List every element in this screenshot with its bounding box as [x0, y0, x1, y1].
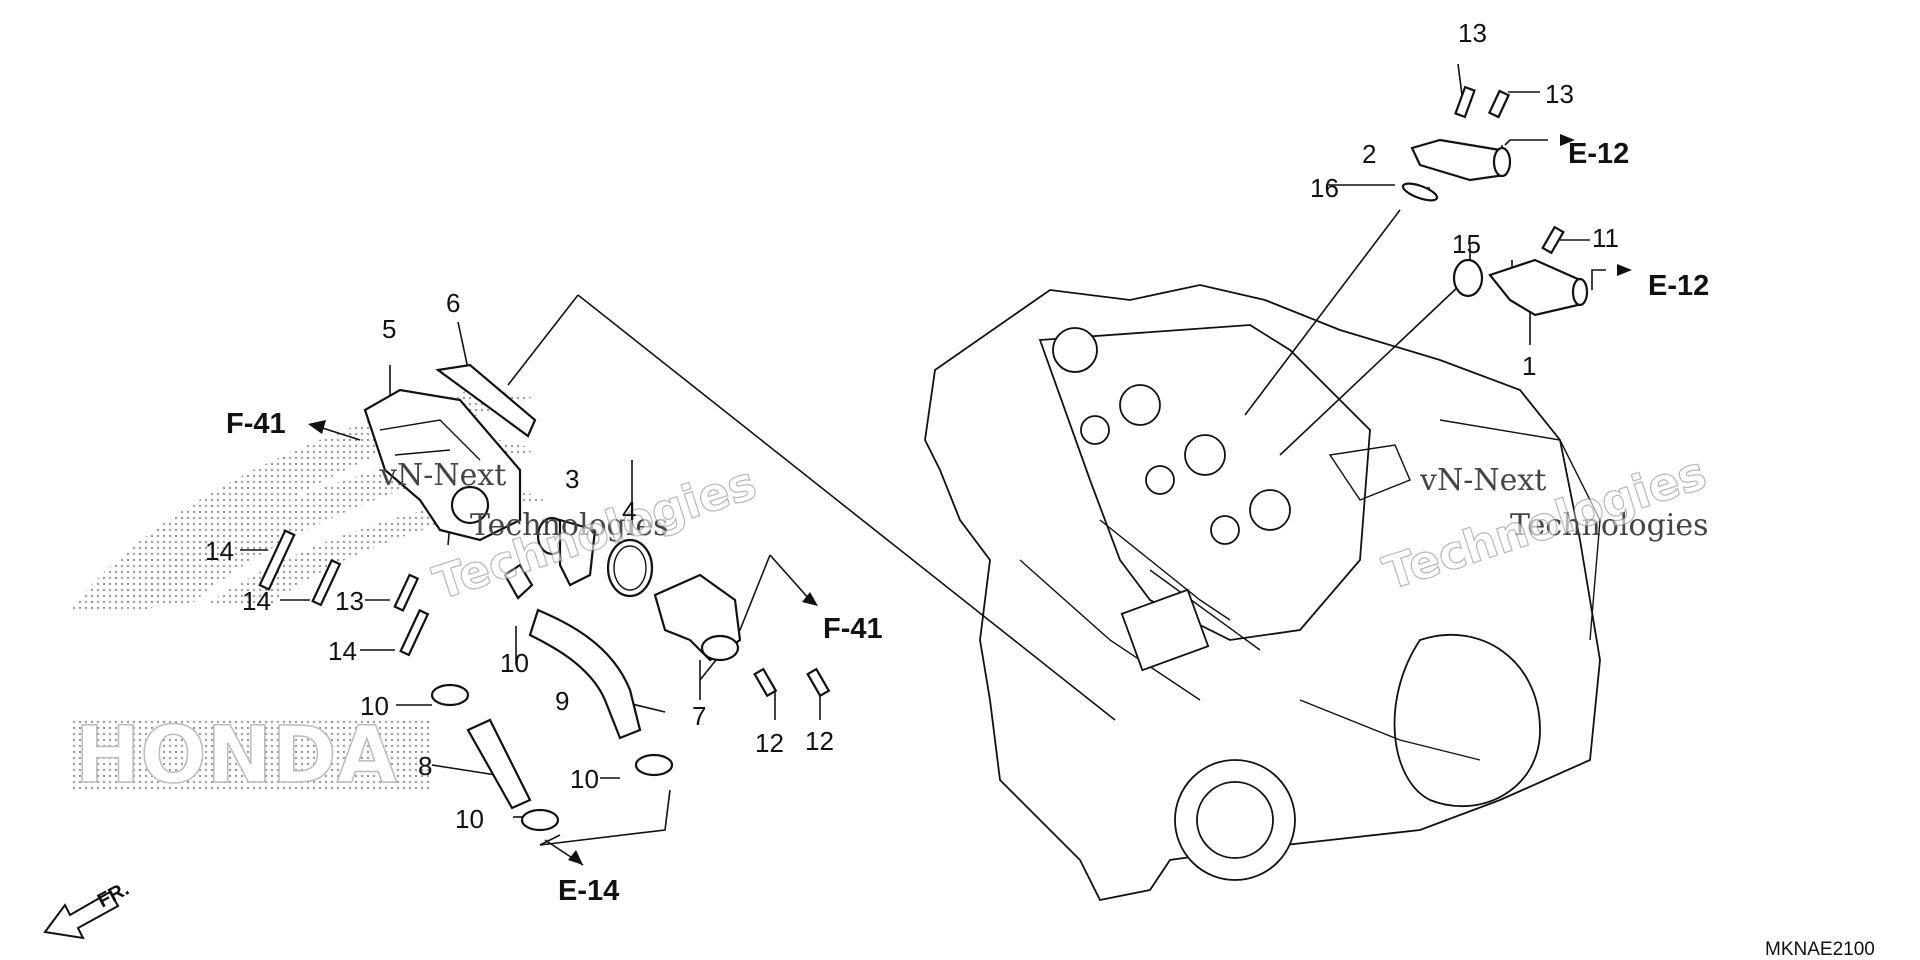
- front-direction-indicator: FR.: [43, 878, 133, 940]
- thermostat-part: [558, 518, 597, 587]
- callout-11: 11: [1592, 223, 1619, 253]
- watermark-technologies-right: Technologies: [1510, 508, 1709, 543]
- callout-8: 8: [418, 751, 432, 781]
- coolant-parts-left: [258, 363, 831, 832]
- watermark-vnnext-left: vN-Next: [379, 458, 506, 493]
- callout-10-b: 10: [360, 691, 389, 721]
- callout-1: 1: [1522, 351, 1536, 381]
- callout-13-top: 13: [1458, 18, 1487, 48]
- callout-14-c: 14: [328, 636, 357, 666]
- clamp-small-part: [503, 563, 534, 600]
- ref-e12-upper[interactable]: E-12: [1568, 138, 1629, 170]
- callout-5: 5: [382, 314, 396, 344]
- clamp-part: [430, 683, 470, 707]
- callout-12-a: 12: [755, 728, 784, 758]
- callout-10-d: 10: [455, 804, 484, 834]
- callout-13-right: 13: [1545, 79, 1574, 109]
- diagram-code: MKNAE2100: [1765, 939, 1875, 960]
- reference-labels: E-12 E-12 F-41 F-41 E-14: [226, 138, 1709, 907]
- callout-14-a: 14: [205, 536, 234, 566]
- callout-14-b: 14: [242, 586, 271, 616]
- callout-13-left: 13: [335, 586, 364, 616]
- callout-4: 4: [622, 496, 636, 526]
- bolt-14-part: [258, 529, 296, 591]
- arrowheads: [308, 134, 1632, 866]
- honda-logo-text: HONDA: [75, 711, 397, 801]
- o-ring-15-part: [1452, 258, 1484, 298]
- callout-12-b: 12: [805, 726, 834, 756]
- water-hose-8-part: [466, 718, 532, 810]
- water-hose-9-part: [528, 608, 642, 740]
- bolt-13-part: [1454, 85, 1476, 119]
- callout-3: 3: [565, 464, 579, 494]
- engine-assembly: [924, 284, 1601, 902]
- o-ring-16-part: [1401, 182, 1439, 202]
- callout-7: 7: [692, 701, 706, 731]
- coolant-parts-right: [1401, 85, 1589, 317]
- bolt-11-part: [1541, 225, 1565, 255]
- ref-f41-right[interactable]: F-41: [823, 613, 883, 645]
- watermark-vnnext-right: vN-Next: [1419, 463, 1546, 498]
- ref-e14[interactable]: E-14: [558, 875, 619, 907]
- callout-labels: 13 13 2 16 15 11 1 6 5 3 4 14 14 13 14 1…: [205, 18, 1619, 834]
- callout-6: 6: [446, 288, 460, 318]
- callout-15: 15: [1452, 229, 1481, 259]
- ref-f41-left[interactable]: F-41: [226, 408, 286, 440]
- water-pipe-2-part: [1410, 138, 1507, 182]
- callout-10-a: 10: [500, 648, 529, 678]
- callout-9: 9: [555, 686, 569, 716]
- gasket-part: [435, 363, 537, 438]
- ref-e12-lower[interactable]: E-12: [1648, 270, 1709, 302]
- callout-10-c: 10: [570, 764, 599, 794]
- callout-2: 2: [1362, 139, 1376, 169]
- watermark-technologies-left: Technologies: [470, 508, 669, 543]
- water-pipe-1-part: [1488, 258, 1582, 317]
- callout-16: 16: [1310, 173, 1339, 203]
